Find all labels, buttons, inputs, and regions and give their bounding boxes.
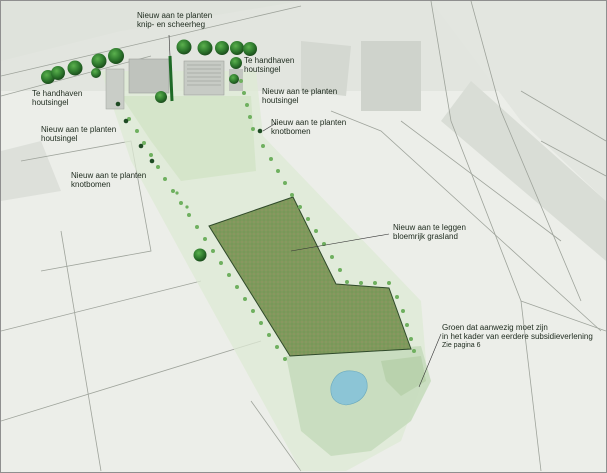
tree-icon — [67, 60, 83, 76]
tree-icon — [243, 42, 257, 56]
label-planten-houtsingel-right: Nieuw aan te planten houtsingel — [262, 87, 338, 105]
hedge-line — [168, 55, 174, 102]
label-groen-aanwezig: Groen dat aanwezig moet zijn in het kade… — [442, 323, 593, 341]
tree-icon — [229, 74, 239, 84]
label-zie-pagina: Zie pagina 6 — [442, 342, 481, 349]
tree-icon — [193, 248, 207, 262]
grassland-area — [208, 196, 412, 357]
houtsingel-dots — [127, 79, 416, 361]
tree-icon — [197, 40, 213, 56]
tree-icon — [230, 41, 244, 55]
label-knip-scheerheg: Nieuw aan te planten knip- en scheerheg — [137, 11, 213, 29]
pond-shape — [330, 370, 368, 406]
tree-icon — [91, 53, 107, 69]
label-planten-houtsingel-left: Nieuw aan te planten houtsingel — [41, 125, 117, 143]
tree-icon-group — [41, 39, 257, 262]
leader-line — [168, 34, 442, 388]
tree-icon — [51, 66, 65, 80]
tree-icon — [230, 57, 242, 69]
tree-icon — [108, 48, 124, 64]
label-grasland: Nieuw aan te leggen bloemrijk grasland — [393, 223, 466, 241]
tree-icon — [91, 68, 101, 78]
existing-green-inner — [381, 356, 426, 396]
label-handhaven-houtsingel-left: Te handhaven houtsingel — [32, 89, 83, 107]
yard-area — [121, 96, 256, 181]
tree-icon — [215, 41, 229, 55]
label-knotbomen-right: Nieuw aan te planten knotbomen — [271, 118, 347, 136]
knotbomen-dots — [115, 101, 263, 164]
label-knotbomen-left: Nieuw aan te planten knotbomen — [71, 171, 147, 189]
tree-icon — [155, 91, 167, 103]
tree-icon — [176, 39, 192, 55]
label-handhaven-houtsingel-right: Te handhaven houtsingel — [244, 56, 295, 74]
